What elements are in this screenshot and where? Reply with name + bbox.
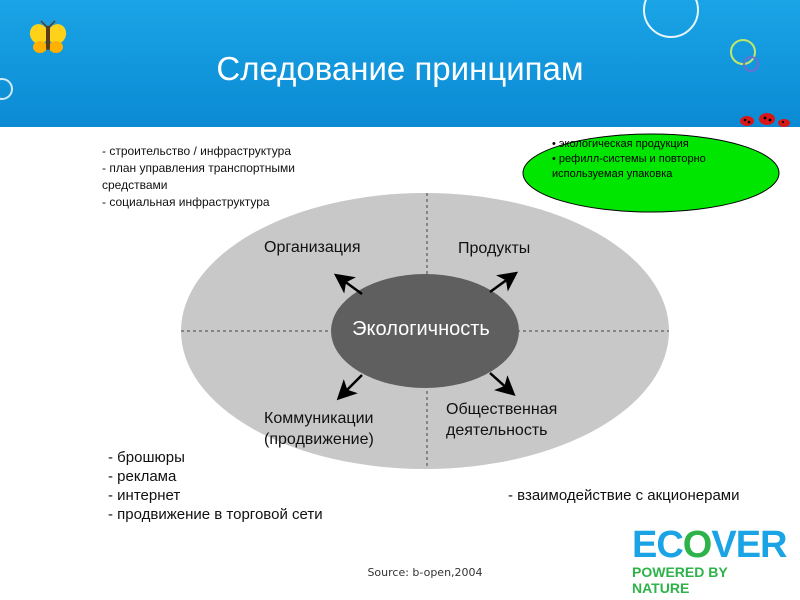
note-line: • экологическая продукция: [552, 138, 689, 150]
note-communications: - брошюры - реклама - интернет - продвиж…: [108, 448, 323, 524]
butterfly-icon: [29, 20, 67, 53]
note-line: - брошюры: [108, 449, 185, 466]
logo-part: EC: [632, 524, 684, 566]
quadrant-communications-line: (продвижение): [264, 431, 374, 448]
ladybug-icon: [740, 113, 790, 127]
quadrant-communications: Коммуникации (продвижение): [264, 408, 374, 450]
note-line: - интернет: [108, 487, 181, 504]
note-line: - план управления транспортными: [102, 161, 296, 175]
note-products: • экологическая продукция • рефилл-систе…: [552, 137, 706, 182]
ecover-logo: ECOVER POWERED BY NATURE: [632, 524, 788, 596]
quadrant-social-line: Общественная: [446, 401, 558, 418]
logo-wordmark: ECOVER: [632, 524, 788, 566]
note-social: - взаимодействие с акционерами: [508, 486, 739, 505]
quadrant-communications-line: Коммуникации: [264, 410, 374, 427]
center-label: Экологичность: [352, 318, 490, 340]
arrow-communications: [336, 374, 363, 401]
logo-part: VER: [711, 524, 787, 566]
logo-part: O: [682, 524, 713, 566]
source-caption: Source: b-open,2004: [367, 566, 483, 579]
note-line: используемая упаковка: [552, 168, 673, 180]
quadrant-products: Продукты: [458, 240, 531, 257]
note-line: средствами: [102, 178, 168, 192]
note-line: - продвижение в торговой сети: [108, 506, 323, 523]
green-note-ellipse: [522, 133, 780, 213]
slide-title: Следование принципам: [216, 50, 584, 87]
note-line: - реклама: [108, 468, 177, 485]
note-line: - взаимодействие с акционерами: [508, 487, 740, 504]
header-band: Следование принципам: [0, 0, 800, 127]
arrow-social: [489, 372, 516, 397]
note-line: - социальная инфраструктура: [102, 195, 270, 209]
quadrant-social-line: деятельность: [446, 422, 548, 439]
arrow-organization: [333, 273, 363, 296]
note-organization: - строительство / инфраструктура - план …: [102, 143, 295, 211]
quadrant-organization: Организация: [264, 239, 361, 256]
note-line: - строительство / инфраструктура: [102, 144, 291, 158]
center-ellipse: [331, 274, 519, 388]
logo-tagline: POWERED BY NATURE: [632, 564, 728, 596]
arrow-products: [489, 271, 519, 294]
quadrant-social: Общественная деятельность: [446, 399, 557, 441]
header-decoration: [0, 0, 759, 100]
note-line: • рефилл-системы и повторно: [552, 153, 706, 165]
